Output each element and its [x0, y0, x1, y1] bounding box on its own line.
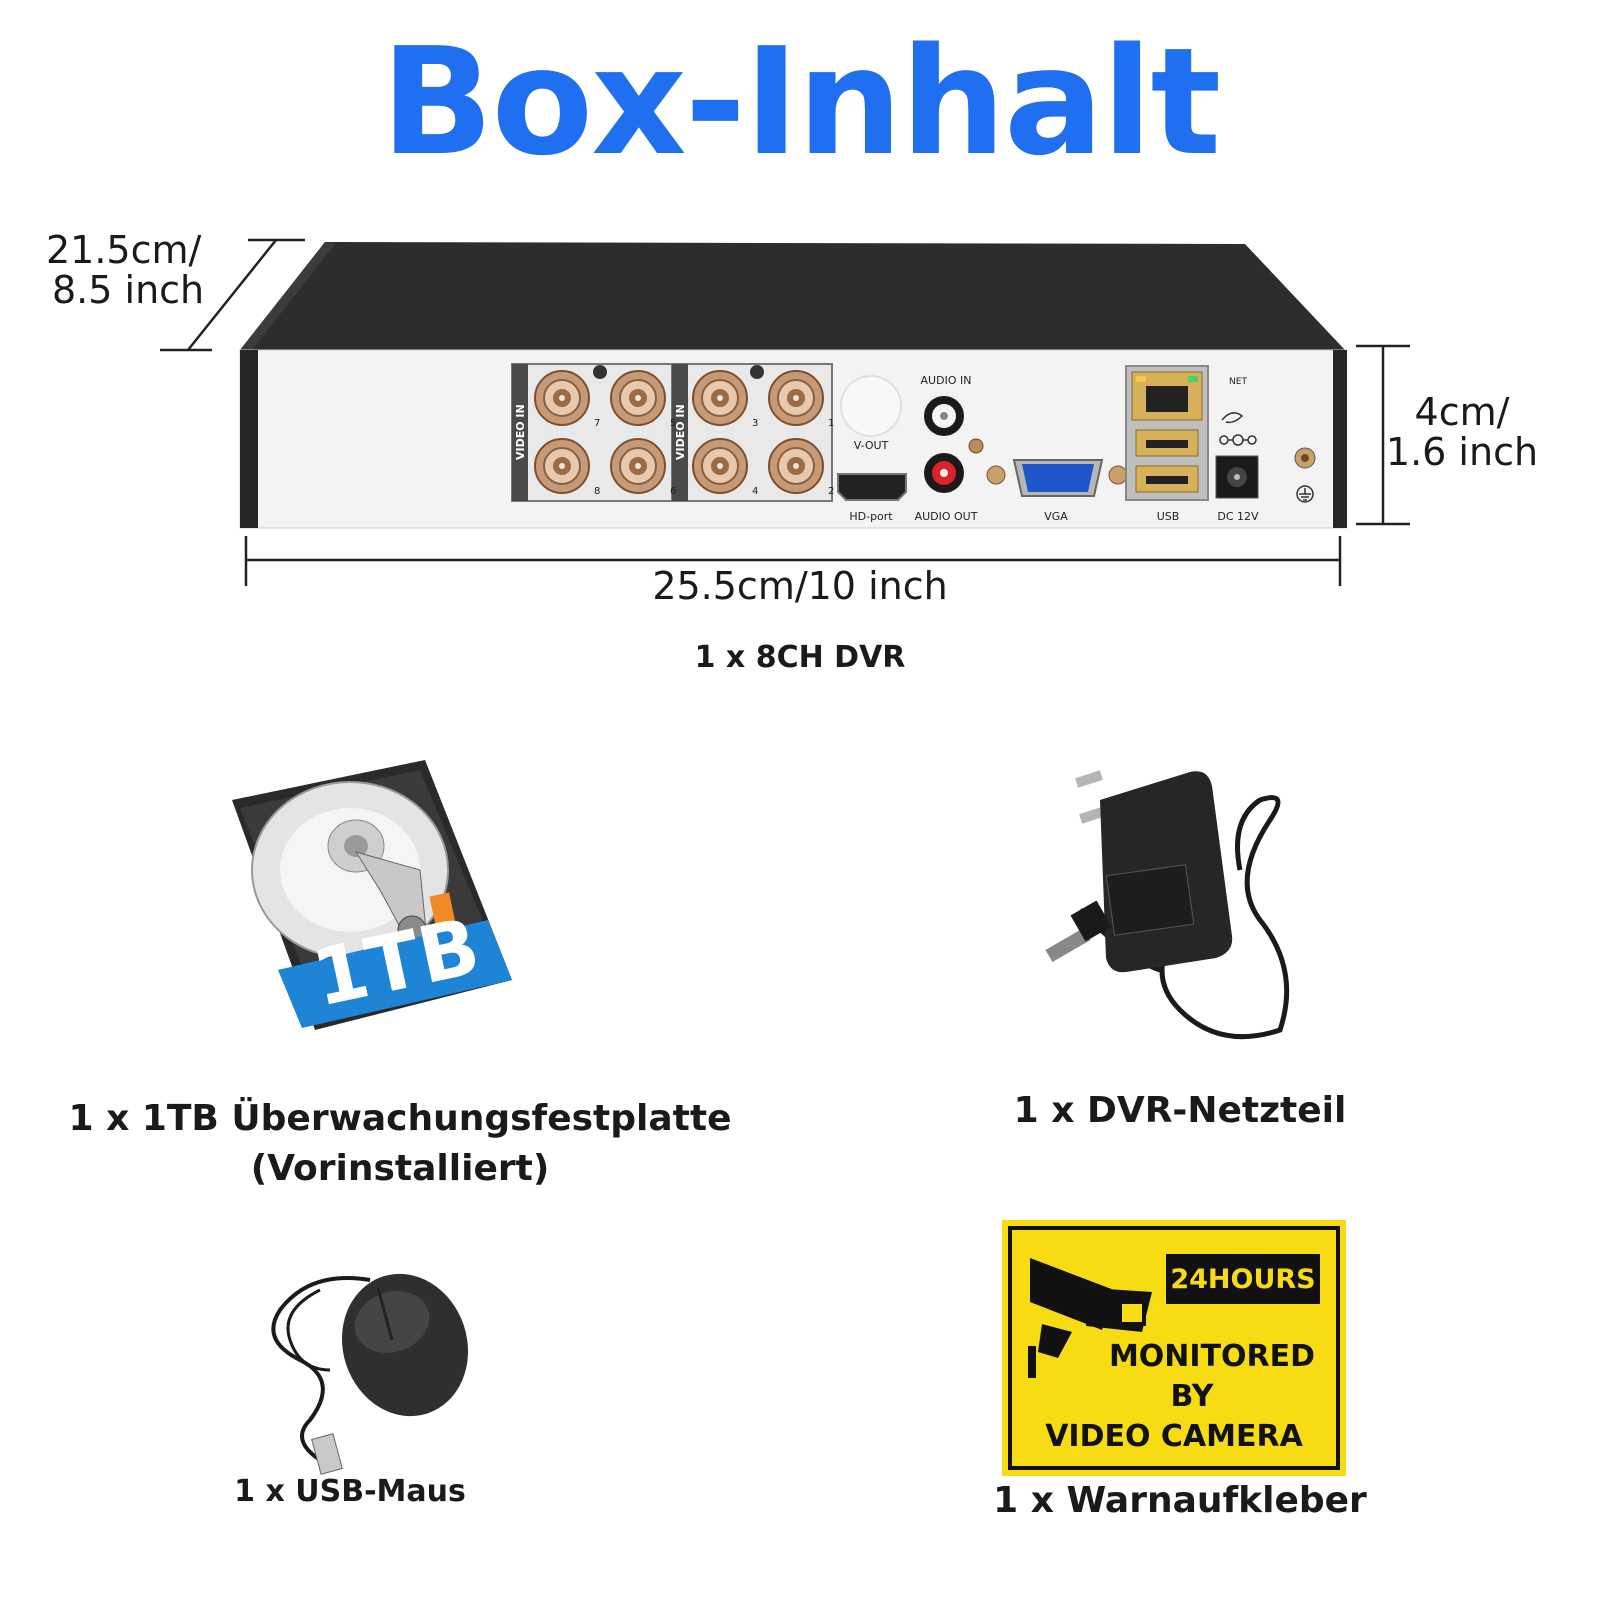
sticker-line3: VIDEO CAMERA [1045, 1419, 1303, 1454]
audio-in-label: AUDIO IN [921, 374, 972, 387]
bnc-connector: 3 [692, 370, 758, 429]
v-out-label: V-OUT [854, 439, 889, 452]
dc-label: DC 12V [1217, 510, 1259, 523]
channel-number: 6 [670, 486, 676, 497]
security-camera-icon [1028, 1258, 1152, 1378]
hdmi-port [837, 473, 907, 501]
sticker-caption: 1 x Warnaufkleber [993, 1480, 1367, 1521]
channel-number: 5 [670, 418, 676, 429]
channel-number: 4 [752, 486, 758, 497]
dc-plug [1045, 927, 1091, 963]
dvr-right-edge [1333, 350, 1347, 528]
depth-line1: 21.5cm/ [46, 228, 202, 272]
channel-number: 8 [594, 486, 600, 497]
width-dimension-line [244, 536, 1342, 586]
depth-line2: 8.5 inch [52, 268, 205, 312]
channel-number: 3 [752, 418, 758, 429]
page-title: Box-Inhalt [380, 16, 1222, 188]
sticker-line2: BY [1171, 1379, 1215, 1414]
warning-sticker-illustration: 24HOURS MONITORED BY VIDEO CAMERA [1002, 1220, 1346, 1476]
bnc-connectors: 7 5 3 1 8 6 4 2 [534, 370, 834, 497]
dvr-height-dimension: 4cm/ 1.6 inch [1372, 392, 1552, 472]
height-line2: 1.6 inch [1385, 430, 1539, 474]
height-line1: 4cm/ [1414, 390, 1510, 434]
screw [968, 438, 984, 454]
hours-badge-text: 24HOURS [1170, 1264, 1315, 1295]
ground-icon [1296, 485, 1314, 503]
bnc-connector: 4 [692, 438, 758, 497]
screw [750, 365, 764, 379]
video-in-label-a: VIDEO IN [514, 404, 527, 460]
bnc-connector: 5 [610, 370, 676, 429]
hdd-caption-line2: (Vorinstalliert) [250, 1148, 550, 1189]
channel-number: 1 [828, 418, 834, 429]
hd-port-label: HD-port [849, 510, 893, 523]
mouse-caption: 1 x USB-Maus [234, 1474, 466, 1509]
polarity-icon [1219, 434, 1257, 446]
bnc-connector: 7 [534, 370, 600, 429]
dvr-caption: 1 x 8CH DVR [694, 640, 906, 675]
bnc-connector: 1 [768, 370, 834, 429]
hours-badge [1166, 1254, 1320, 1304]
audio-out-label: AUDIO OUT [915, 510, 978, 523]
video-in-label-b: VIDEO IN [674, 404, 687, 460]
dvr-width-dimension: 25.5cm/10 inch [652, 564, 948, 608]
v-out-knockout [840, 375, 902, 437]
adapter-prong [1079, 806, 1107, 824]
bnc-connector: 6 [610, 438, 676, 497]
vga-label: VGA [1044, 510, 1068, 523]
channel-number: 7 [594, 418, 600, 429]
adapter-prong [1075, 770, 1103, 788]
power-symbol-icon [1221, 412, 1244, 424]
net-label: NET [1229, 377, 1247, 387]
hdd-label-band [278, 920, 512, 1028]
hard-drive-illustration: 1TB [232, 760, 512, 1030]
adapter-cord [1159, 795, 1290, 1040]
screw [593, 365, 607, 379]
adapter-caption: 1 x DVR-Netzteil [1013, 1090, 1347, 1131]
height-dimension-line [1356, 344, 1410, 526]
hdd-caption: 1 x 1TB Überwachungsfestplatte (Vorinsta… [40, 1094, 760, 1194]
usb-label: USB [1157, 510, 1180, 523]
dvr-illustration: VIDEO IN VIDEO IN 7 5 3 1 8 6 4 2 V-OUT HD-port… [160, 238, 1410, 586]
hdd-caption-line1: 1 x 1TB Überwachungsfestplatte [68, 1098, 732, 1139]
bnc-connector: 2 [768, 438, 834, 497]
bnc-connector: 8 [534, 438, 600, 497]
sticker-line1: MONITORED [1109, 1339, 1315, 1374]
dvr-depth-dimension: 21.5cm/ 8.5 inch [46, 230, 204, 310]
dvr-top-cover [240, 242, 1345, 350]
channel-number: 2 [828, 486, 834, 497]
power-adapter-illustration [1045, 770, 1290, 1040]
usb-plug [311, 1433, 343, 1475]
depth-dimension-line [160, 238, 305, 352]
dvr-left-edge [240, 350, 258, 528]
usb-mouse-illustration [271, 1273, 469, 1475]
